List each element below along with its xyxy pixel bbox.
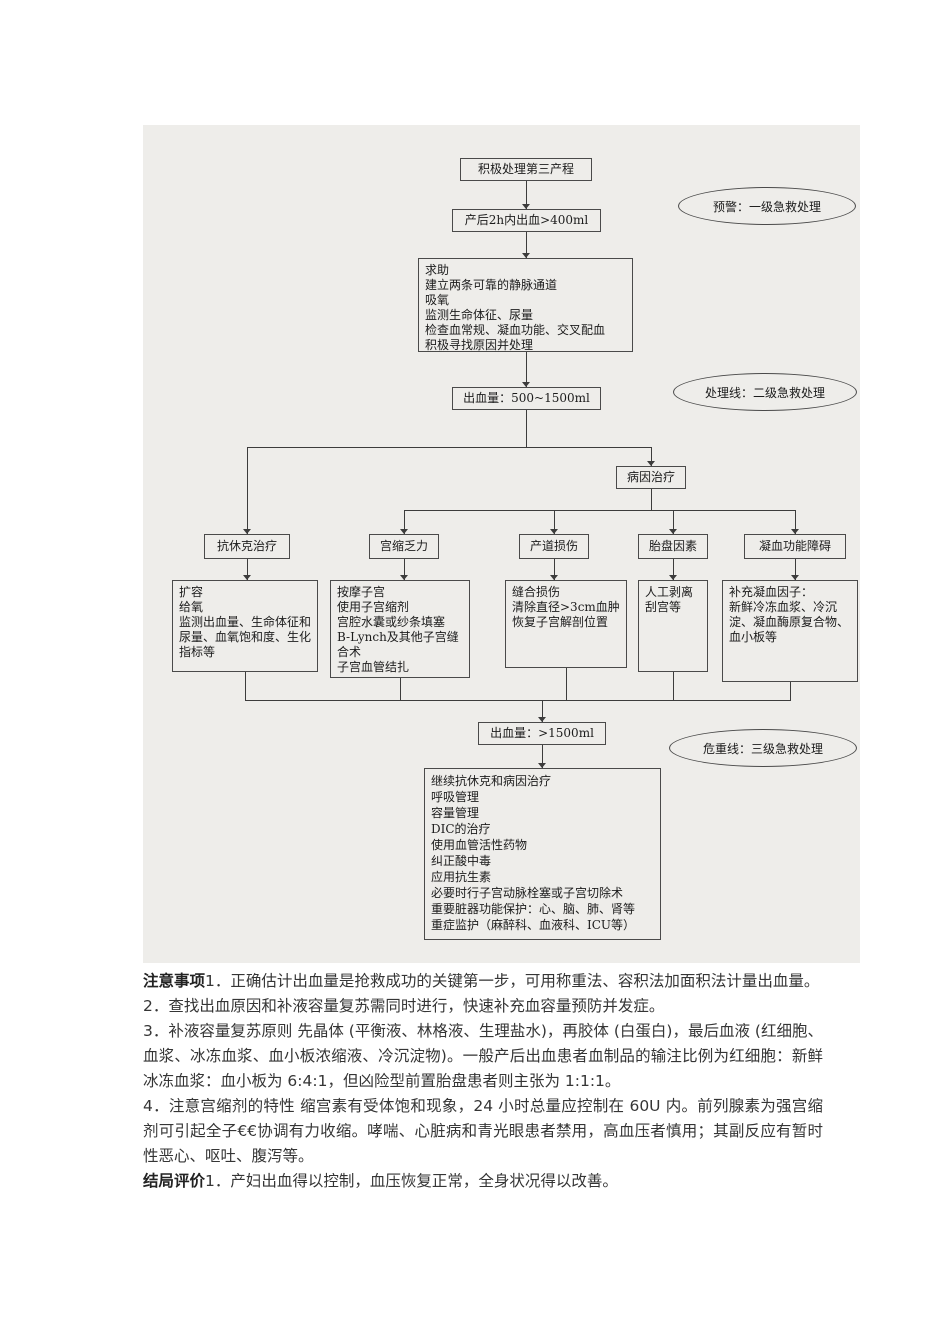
- connector-line: [526, 352, 527, 387]
- connector-line: [247, 559, 248, 580]
- connector-line: [400, 678, 401, 700]
- connector-line: [554, 559, 555, 580]
- node-placental-details: 人工剥离 刮宫等: [638, 580, 708, 672]
- connector-line: [245, 672, 246, 700]
- arrow-down-icon: [400, 575, 408, 580]
- node-volume-500-1500ml: 出血量：500~1500ml: [452, 387, 601, 410]
- arrow-down-icon: [669, 529, 677, 534]
- arrow-down-icon: [538, 763, 546, 768]
- node-placental-factor: 胎盘因素: [638, 534, 708, 559]
- connector-line: [566, 668, 567, 700]
- node-coagulopathy: 凝血功能障碍: [744, 534, 846, 559]
- connector-line: [247, 447, 248, 534]
- arrow-down-icon: [538, 717, 546, 722]
- connector-line: [790, 682, 791, 700]
- ellipse-warning-level1: 预警：一级急救处理: [678, 187, 856, 225]
- node-first-aid-measures: 求助 建立两条可靠的静脉通道 吸氧 监测生命体征、尿量 检查血常规、凝血功能、交…: [418, 258, 633, 352]
- ellipse-critical-level3: 危重线：三级急救处理: [669, 729, 857, 767]
- arrow-down-icon: [522, 382, 530, 387]
- note-text: 4．注意宫缩剂的特性 缩宫素有受体饱和现象，24 小时总量应控制在 60U 内。…: [143, 1097, 823, 1165]
- flowchart-scan-area: 积极处理第三产程 产后2h内出血>400ml 预警：一级急救处理 求助 建立两条…: [143, 125, 860, 963]
- connector-line: [673, 672, 674, 700]
- connector-line: [542, 700, 543, 722]
- connector-line: [404, 510, 796, 511]
- node-etiology-treatment: 病因治疗: [616, 466, 686, 489]
- connector-line: [404, 510, 405, 534]
- connector-line: [795, 559, 796, 580]
- connector-line: [245, 700, 791, 701]
- arrow-down-icon: [243, 529, 251, 534]
- note-precautions-4: 4．注意宫缩剂的特性 缩宫素有受体饱和现象，24 小时总量应控制在 60U 内。…: [143, 1094, 823, 1169]
- node-uterine-atony: 宫缩乏力: [369, 534, 439, 559]
- connector-line: [651, 489, 652, 510]
- note-text: 3．补液容量复苏原则 先晶体 (平衡液、林格液、生理盐水)，再胶体 (白蛋白)，…: [143, 1022, 823, 1090]
- node-canal-injury-details: 缝合损伤 清除直径>3cm血肿 恢复子宫解剖位置: [505, 580, 627, 668]
- connector-line: [542, 745, 543, 768]
- connector-line: [673, 559, 674, 580]
- node-atony-details: 按摩子宫 使用子宫缩剂 宫腔水囊或纱条填塞 B-Lynch及其他子宫缝合术 子宫…: [330, 580, 470, 678]
- arrow-down-icon: [669, 575, 677, 580]
- connector-line: [526, 181, 527, 209]
- node-coagulopathy-details: 补充凝血因子： 新鲜冷冻血浆、冷沉淀、凝血酶原复合物、血小板等: [722, 580, 858, 682]
- arrow-down-icon: [647, 461, 655, 466]
- note-outcome-label: 结局评价: [143, 1172, 206, 1190]
- note-outcome-evaluation: 结局评价1．产妇出血得以控制，血压恢复正常，全身状况得以改善。: [143, 1169, 823, 1194]
- connector-line: [404, 559, 405, 580]
- arrow-down-icon: [791, 529, 799, 534]
- arrow-down-icon: [243, 575, 251, 580]
- node-antishock-details: 扩容 给氧 监测出血量、生命体征和尿量、血氧饱和度、生化指标等: [172, 580, 318, 672]
- ellipse-treatment-level2: 处理线：二级急救处理: [673, 373, 857, 411]
- note-precautions-2: 2．查找出血原因和补液容量复苏需同时进行，快速补充血容量预防并发症。: [143, 994, 823, 1019]
- note-precautions-3: 3．补液容量复苏原则 先晶体 (平衡液、林格液、生理盐水)，再胶体 (白蛋白)，…: [143, 1019, 823, 1094]
- note-text: 2．查找出血原因和补液容量复苏需同时进行，快速补充血容量预防并发症。: [143, 997, 665, 1015]
- arrow-down-icon: [522, 253, 530, 258]
- connector-line: [554, 510, 555, 534]
- notes-section: 注意事项1．正确估计出血量是抢救成功的关键第一步，可用称重法、容积法加面积法计量…: [143, 969, 823, 1194]
- node-critical-management: 继续抗休克和病因治疗 呼吸管理 容量管理 DIC的治疗 使用血管活性药物 纠正酸…: [424, 768, 661, 940]
- arrow-down-icon: [522, 204, 530, 209]
- arrow-down-icon: [550, 575, 558, 580]
- arrow-down-icon: [550, 529, 558, 534]
- connector-line: [247, 447, 652, 448]
- node-antishock-treatment: 抗休克治疗: [204, 534, 290, 559]
- connector-line: [526, 232, 527, 258]
- arrow-down-icon: [400, 529, 408, 534]
- connector-line: [795, 510, 796, 534]
- note-text: 1．产妇出血得以控制，血压恢复正常，全身状况得以改善。: [205, 1172, 618, 1190]
- node-start: 积极处理第三产程: [460, 158, 592, 181]
- arrow-down-icon: [791, 575, 799, 580]
- connector-line: [651, 447, 652, 466]
- node-volume-over-1500ml: 出血量：>1500ml: [478, 722, 606, 745]
- node-birth-canal-injury: 产道损伤: [519, 534, 589, 559]
- node-trigger-bleeding-400ml: 产后2h内出血>400ml: [452, 209, 601, 232]
- connector-line: [673, 510, 674, 534]
- note-precautions-label: 注意事项: [143, 972, 206, 990]
- note-text: 1．正确估计出血量是抢救成功的关键第一步，可用称重法、容积法加面积法计量出血量。: [205, 972, 820, 990]
- connector-line: [526, 410, 527, 447]
- note-precautions-1: 注意事项1．正确估计出血量是抢救成功的关键第一步，可用称重法、容积法加面积法计量…: [143, 969, 823, 994]
